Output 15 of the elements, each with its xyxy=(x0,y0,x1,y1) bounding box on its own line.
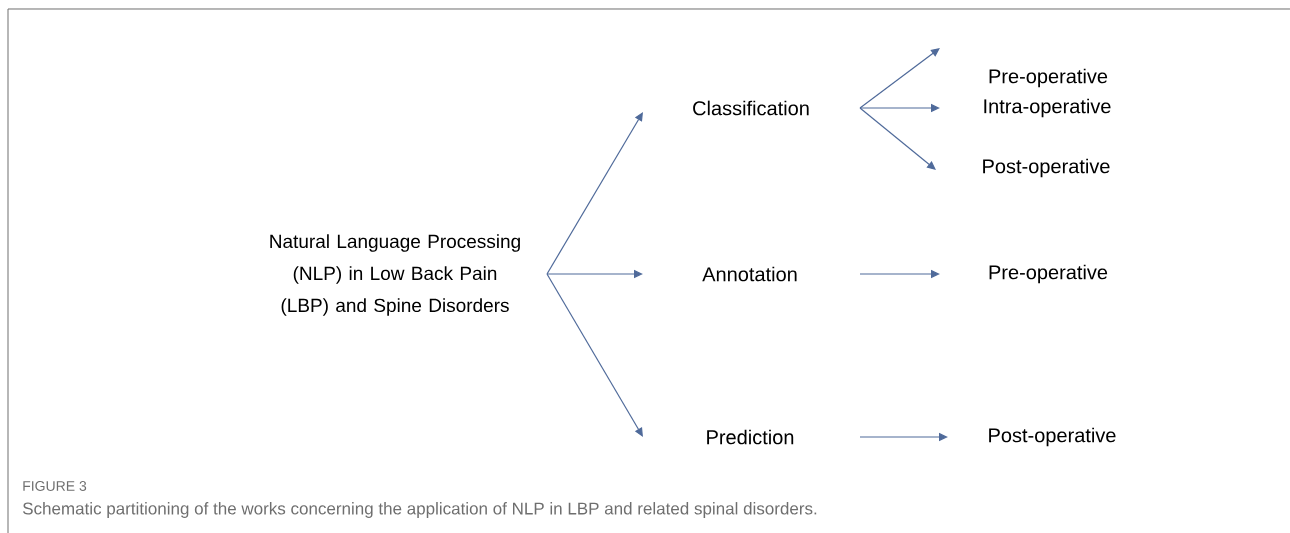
arrow xyxy=(859,107,936,170)
topic-label: Natural Language Processing (NLP) in Low Back Pain (LBP) and Spine Disorders xyxy=(270,234,520,316)
phase-label: Post-operative xyxy=(983,158,1110,178)
arrow xyxy=(546,112,643,275)
category-label: Classification xyxy=(693,100,809,116)
arrow xyxy=(859,48,940,109)
caption: Schematic partitioning of the works concerning the application of NLP in LBP and related spinal disorders. xyxy=(23,502,817,518)
category-label: Annotation xyxy=(702,266,797,282)
figure-number: FIGURE 3 xyxy=(23,481,87,491)
category-label: Prediction xyxy=(707,429,794,445)
phase-label: Pre-operative xyxy=(989,68,1108,88)
phase-label: Pre-operative xyxy=(989,264,1108,284)
phase-label: Intra-operative xyxy=(984,98,1111,118)
phase-label: Post-operative xyxy=(989,427,1116,447)
arrow xyxy=(546,273,643,437)
